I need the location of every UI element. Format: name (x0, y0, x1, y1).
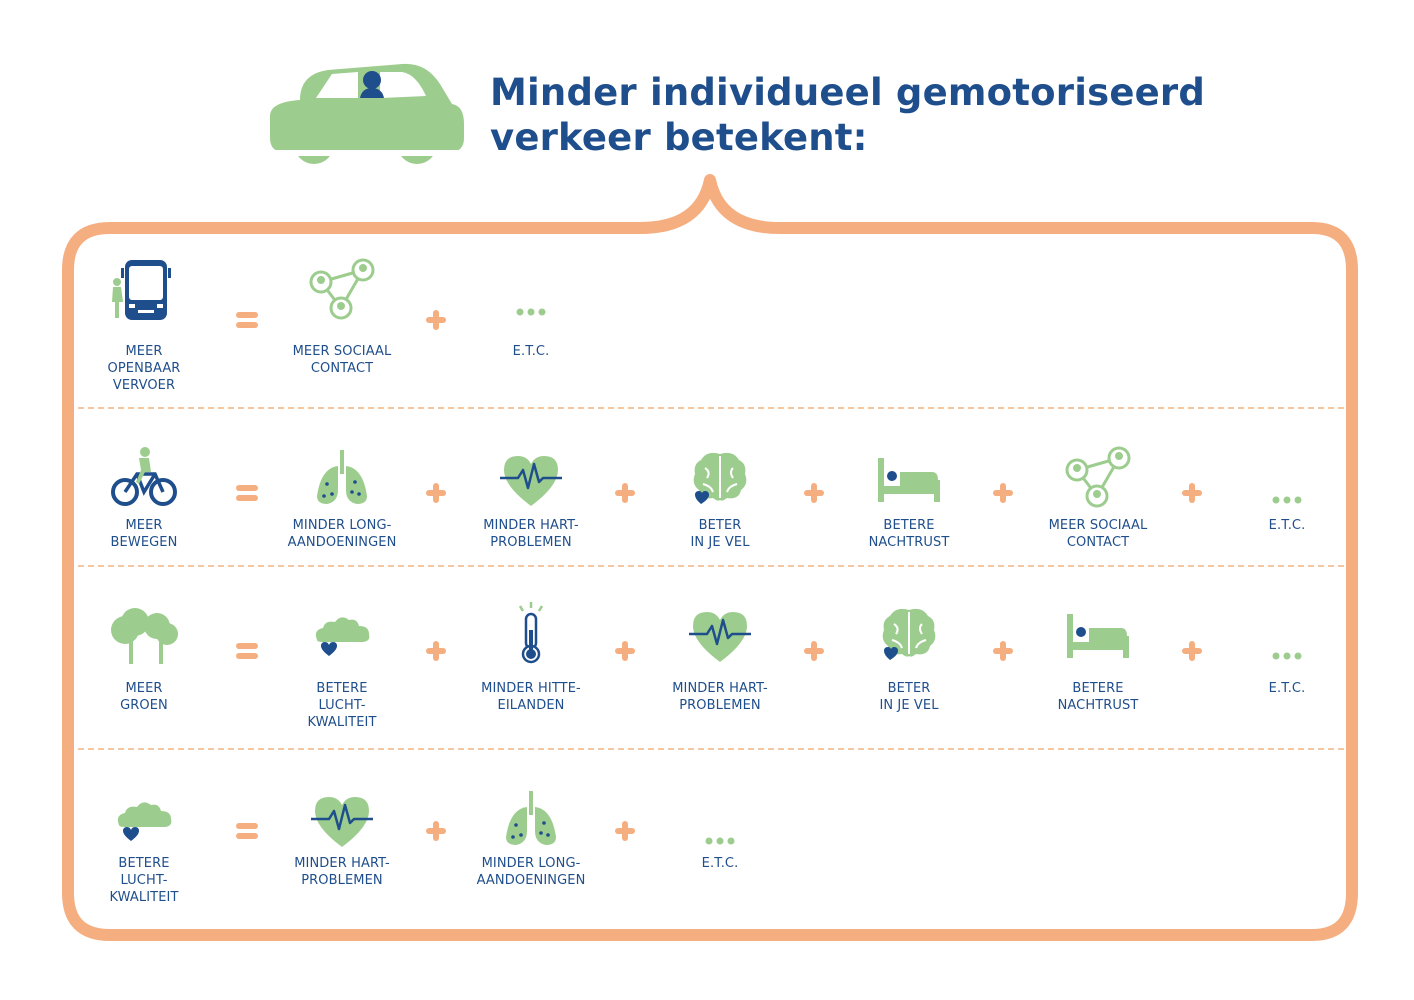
plus-icon (612, 638, 638, 664)
item-label: MEER SOCIAAL CONTACT (292, 344, 392, 376)
item-label: MINDER LONG- AANDOENINGEN (287, 518, 397, 550)
row-separator (78, 407, 1344, 409)
item-label: MEER SOCIAAL CONTACT (1048, 518, 1148, 550)
social-network-icon (1063, 444, 1133, 514)
plus-icon (801, 638, 827, 664)
equals-icon (234, 638, 260, 664)
heart-pulse-icon (496, 444, 566, 514)
item-label: MEER BEWEGEN (110, 518, 178, 550)
row-separator (78, 748, 1344, 750)
item-label: MINDER HART- PROBLEMEN (294, 856, 390, 888)
item-label: MINDER LONG- AANDOENINGEN (476, 856, 586, 888)
thermometer-icon (496, 600, 566, 670)
item-label: E.T.C. (701, 856, 739, 871)
ellipsis-icon (1252, 444, 1322, 514)
item-label: E.T.C. (1268, 681, 1306, 696)
brain-icon (874, 600, 944, 670)
plus-icon (1179, 638, 1205, 664)
item-label: BETERE NACHTRUST (868, 518, 950, 550)
title-line-2: verkeer betekent: (490, 116, 868, 159)
bed-icon (874, 444, 944, 514)
social-network-icon (307, 256, 377, 326)
plus-icon (1179, 480, 1205, 506)
plus-icon (423, 307, 449, 333)
ellipsis-icon (1252, 600, 1322, 670)
trees-icon (109, 600, 179, 670)
heart-pulse-icon (685, 600, 755, 670)
page-title: Minder individueel gemotoriseerd verkeer… (490, 70, 1210, 160)
heart-pulse-icon (307, 785, 377, 855)
plus-icon (801, 480, 827, 506)
plus-icon (423, 818, 449, 844)
cloud-heart-icon (307, 600, 377, 670)
item-label: BETERE LUCHT- KWALITEIT (109, 856, 179, 905)
equals-icon (234, 307, 260, 333)
item-label: BETERE LUCHT- KWALITEIT (307, 681, 377, 730)
item-label: MINDER HART- PROBLEMEN (483, 518, 579, 550)
item-label: MEER GROEN (120, 681, 168, 713)
bicycle-icon (109, 444, 179, 514)
cloud-heart-icon (109, 785, 179, 855)
item-label: BETERE NACHTRUST (1057, 681, 1139, 713)
item-label: BETER IN JE VEL (690, 518, 750, 550)
plus-icon (423, 480, 449, 506)
equals-icon (234, 818, 260, 844)
item-label: E.T.C. (1268, 518, 1306, 533)
bed-icon (1063, 600, 1133, 670)
item-label: BETER IN JE VEL (879, 681, 939, 713)
lungs-icon (496, 785, 566, 855)
lungs-icon (307, 444, 377, 514)
ellipsis-icon (496, 256, 566, 326)
plus-icon (990, 638, 1016, 664)
ellipsis-icon (685, 785, 755, 855)
brain-icon (685, 444, 755, 514)
plus-icon (612, 818, 638, 844)
equals-icon (234, 480, 260, 506)
plus-icon (612, 480, 638, 506)
bus-icon (109, 256, 179, 326)
item-label: MEER OPENBAAR VERVOER (107, 344, 181, 393)
row-separator (78, 565, 1344, 567)
item-label: MINDER HITTE- EILANDEN (481, 681, 581, 713)
title-line-1: Minder individueel gemotoriseerd (490, 71, 1206, 114)
plus-icon (423, 638, 449, 664)
item-label: MINDER HART- PROBLEMEN (672, 681, 768, 713)
item-label: E.T.C. (512, 344, 550, 359)
plus-icon (990, 480, 1016, 506)
speech-bubble-outline (62, 174, 1358, 941)
car-icon (270, 63, 464, 164)
